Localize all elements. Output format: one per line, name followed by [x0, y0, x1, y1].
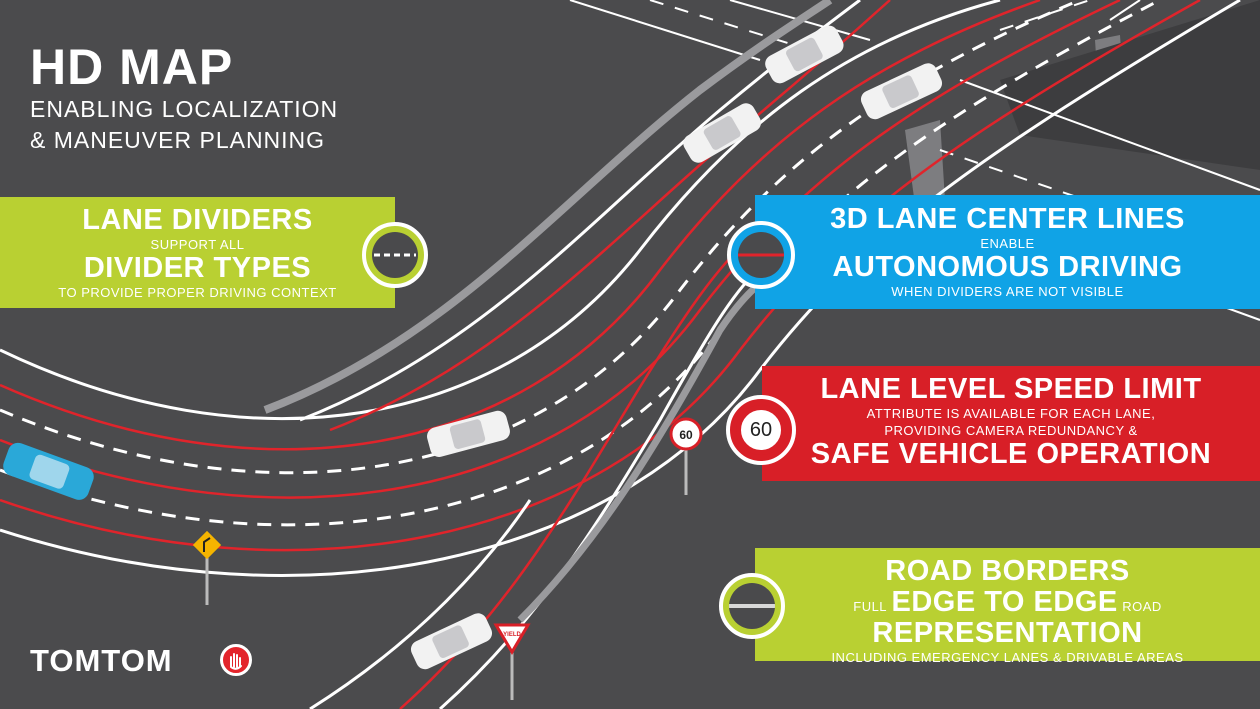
lane-dividers-line2: SUPPORT ALL [150, 237, 245, 252]
subtitle-line-2: & MANEUVER PLANNING [30, 127, 326, 153]
road-borders-line5: INCLUDING EMERGENCY LANES & DRIVABLE ARE… [831, 650, 1184, 665]
speed-limit-heading: LANE LEVEL SPEED LIMIT [820, 373, 1202, 405]
center-lines-heading: 3D LANE CENTER LINES [830, 203, 1185, 235]
cars [3, 25, 943, 670]
road-borders-heading: ROAD BORDERS [885, 555, 1130, 587]
subtitle-line-1: ENABLING LOCALIZATION [30, 96, 339, 122]
title-block: HD MAP ENABLING LOCALIZATION & MANEUVER … [30, 40, 338, 156]
blue-car [3, 442, 94, 500]
lane-dividers-heading: LANE DIVIDERS [82, 204, 313, 236]
page-title: HD MAP [30, 39, 234, 95]
yield-sign-text: YIELD [503, 632, 521, 638]
roadside-speed-value: 60 [679, 428, 693, 442]
white-car [683, 103, 761, 163]
tomtom-logo: TOMTOM [30, 643, 173, 678]
speed-limit-heading2: SAFE VEHICLE OPERATION [810, 438, 1212, 470]
road-borders-heading2: EDGE TO EDGE [891, 586, 1118, 618]
center-lines-heading2: AUTONOMOUS DRIVING [832, 251, 1183, 283]
lane-dividers-panel: LANE DIVIDERS SUPPORT ALL DIVIDER TYPES … [0, 197, 395, 308]
lane-dividers-line4: TO PROVIDE PROPER DRIVING CONTEXT [58, 285, 337, 300]
white-car [427, 410, 510, 457]
lane-dividers-heading2: DIVIDER TYPES [83, 252, 312, 284]
tomtom-hand-icon [220, 644, 252, 676]
road-borders-heading3: REPRESENTATION [872, 617, 1143, 649]
curve-warning-sign [192, 530, 222, 605]
speed-limit-line2: ATTRIBUTE IS AVAILABLE FOR EACH LANE, [866, 406, 1156, 421]
road-borders-post: ROAD [1122, 599, 1162, 614]
roadside-speed-sign: 60 [669, 417, 703, 495]
speed-limit-panel: LANE LEVEL SPEED LIMIT ATTRIBUTE IS AVAI… [762, 366, 1260, 481]
speed-limit-line3: PROVIDING CAMERA REDUNDANCY & [884, 423, 1138, 438]
road-borders-panel: ROAD BORDERS FULL EDGE TO EDGE ROAD REPR… [755, 548, 1260, 665]
road-border-icon [719, 573, 785, 639]
yield-sign: YIELD [493, 623, 531, 700]
center-line-icon [727, 221, 795, 289]
overpass-structure [905, 0, 1260, 205]
white-car [765, 25, 844, 84]
road-borders-pre: FULL [853, 599, 888, 614]
center-lines-line4: WHEN DIVIDERS ARE NOT VISIBLE [891, 284, 1124, 299]
main-road [0, 0, 1241, 577]
white-car [860, 63, 943, 120]
speed-limit-sign-icon: 60 [726, 395, 796, 465]
center-lines-panel: 3D LANE CENTER LINES ENABLE AUTONOMOUS D… [755, 195, 1260, 309]
speed-limit-sign-value: 60 [736, 405, 786, 455]
road-borders-row: FULL EDGE TO EDGE ROAD [755, 587, 1260, 618]
white-car [410, 613, 493, 670]
center-lines-line2: ENABLE [980, 236, 1035, 251]
dashed-lane-icon [362, 222, 428, 288]
